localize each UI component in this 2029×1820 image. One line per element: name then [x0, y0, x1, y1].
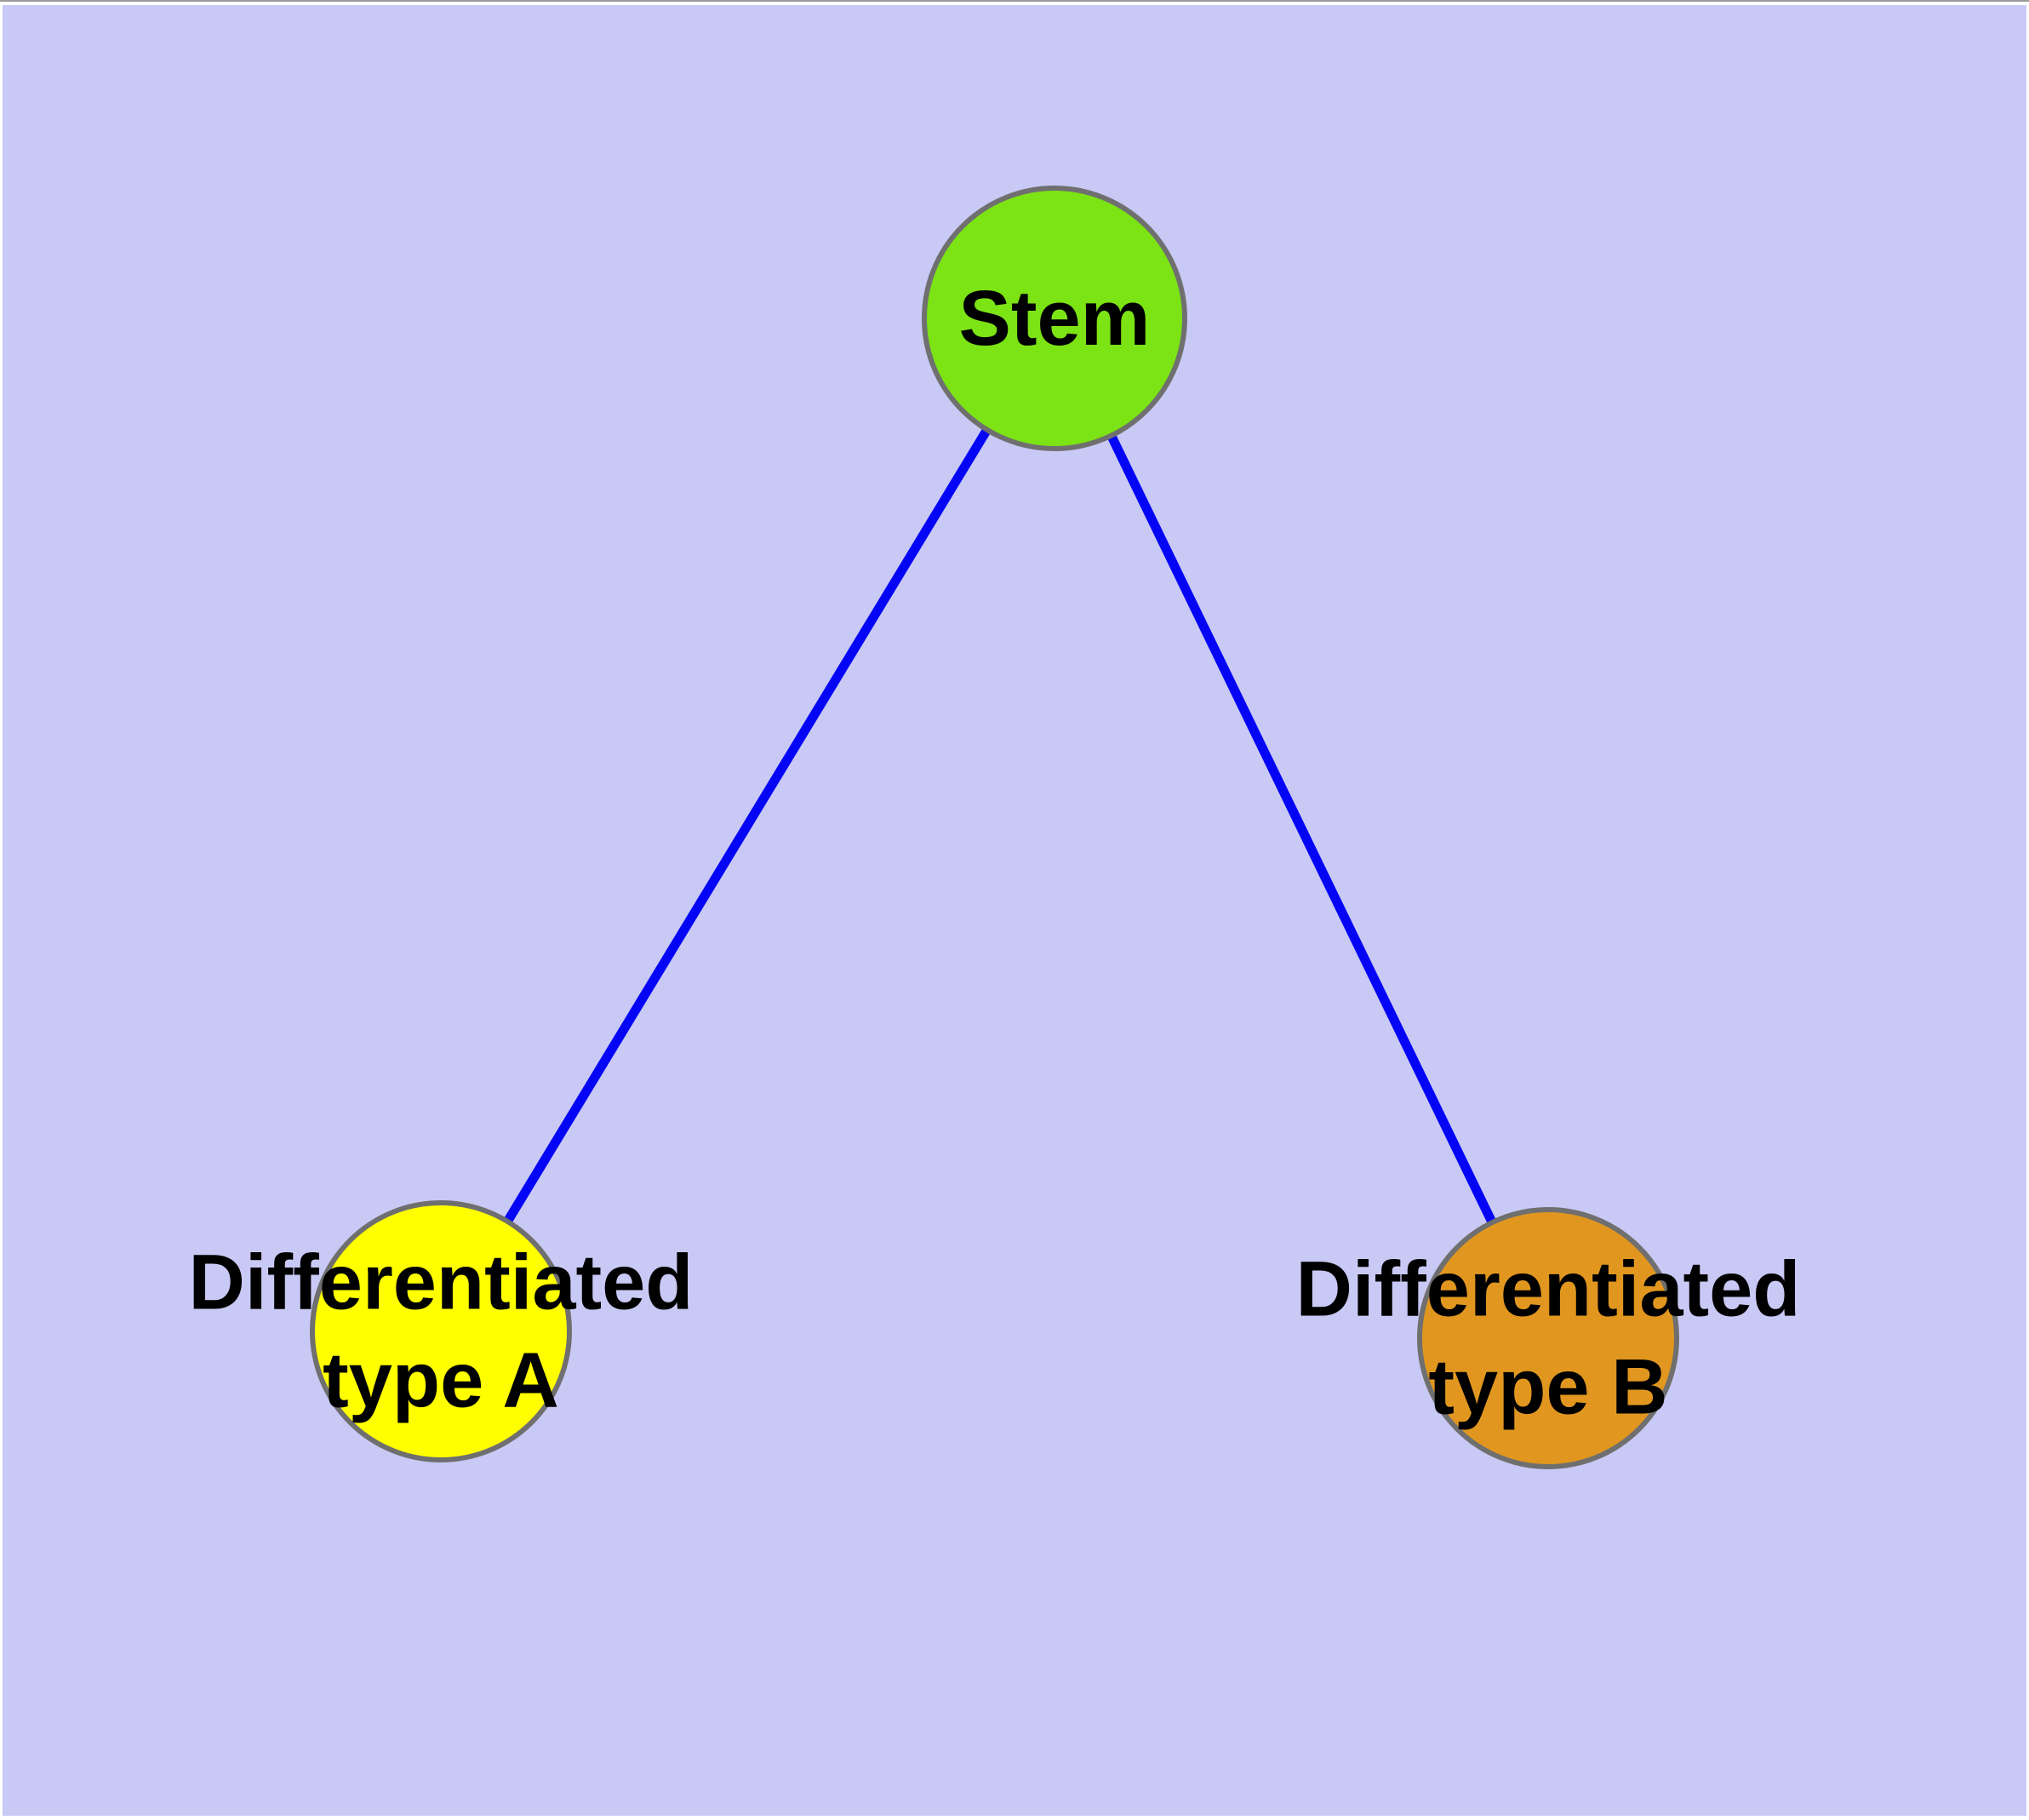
node-label-line: Differentiated — [1296, 1246, 1801, 1333]
node-differentiated-type-a[interactable] — [310, 1200, 572, 1462]
window-top-hairline — [0, 0, 2029, 2]
node-label-line: Stem — [959, 275, 1151, 362]
node-label-line: type B — [1428, 1344, 1667, 1431]
node-label-line: Differentiated — [189, 1239, 694, 1326]
edge-stem-to-differentiated-type-b[interactable] — [1050, 316, 1552, 1341]
edges-layer — [437, 316, 1552, 1341]
node-differentiated-type-b[interactable] — [1417, 1207, 1679, 1469]
node-stem[interactable] — [922, 186, 1187, 451]
node-label-differentiated-type-a: Differentiated type A — [189, 1239, 694, 1424]
edge-stem-to-differentiated-type-a[interactable] — [437, 316, 1059, 1334]
node-label-stem: Stem — [959, 275, 1151, 362]
node-label-differentiated-type-b: Differentiated type B — [1296, 1246, 1801, 1431]
nodes-layer — [310, 186, 1679, 1469]
node-label-line: type A — [323, 1337, 559, 1424]
